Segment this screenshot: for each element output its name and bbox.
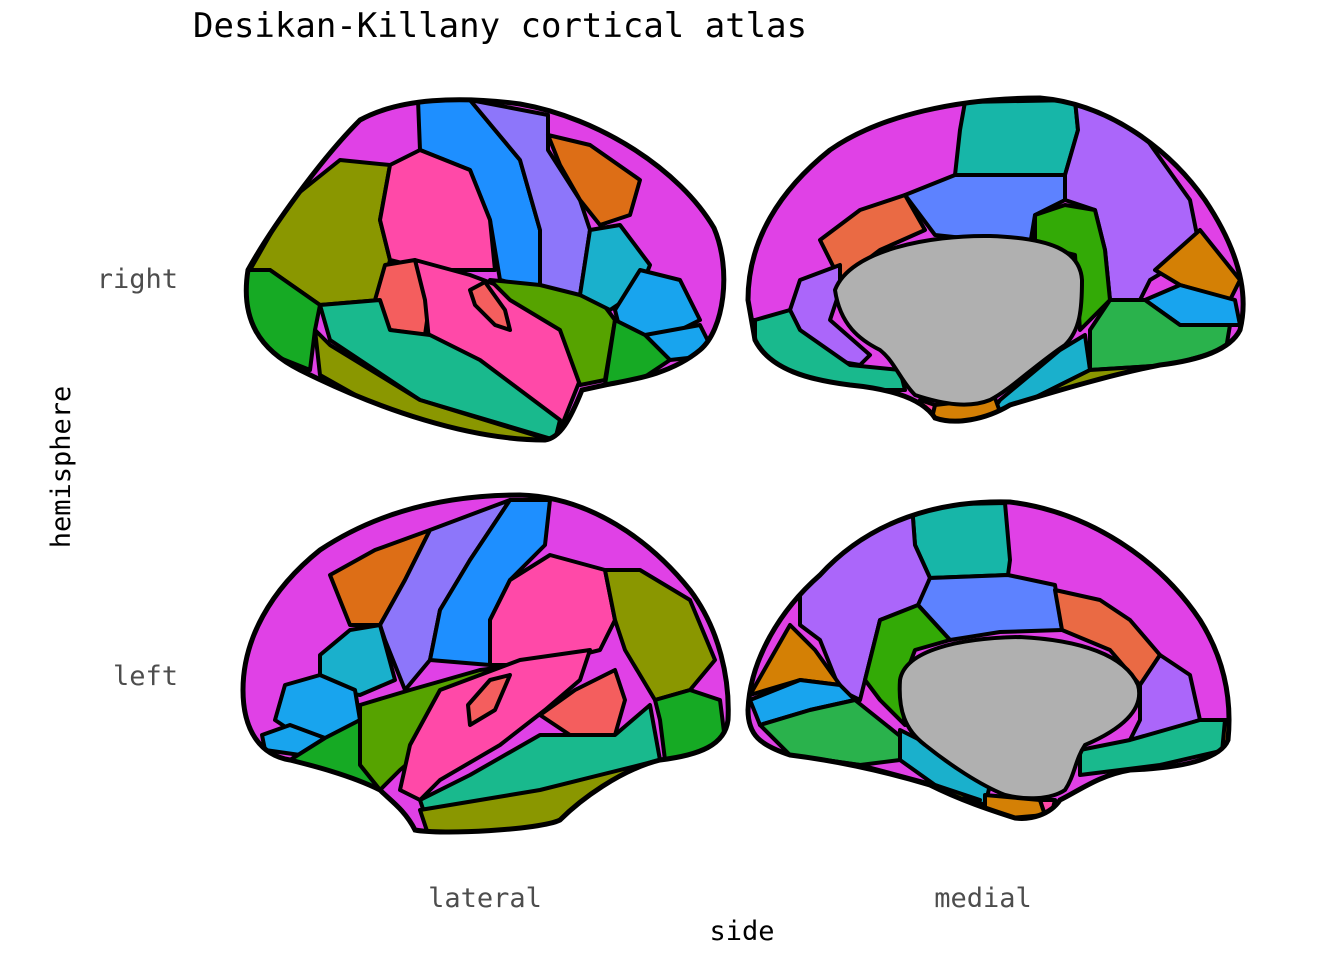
row-label-left: left [113, 661, 178, 692]
region-paracentral [953, 98, 1080, 177]
region-superior-temporal [398, 648, 592, 802]
brain-left-medial-outline [745, 499, 1232, 821]
figure-title: Desikan-Killany cortical atlas [193, 6, 807, 46]
region-transverse-temporal [468, 280, 512, 332]
brain-right-medial-outline [745, 95, 1246, 424]
brain-left-lateral-outline [240, 492, 731, 835]
region-unknown-medial-wall [897, 635, 1142, 801]
row-label-right: right [97, 264, 178, 295]
brain-left-lateral [243, 495, 729, 832]
region-orbitofrontal [653, 688, 727, 762]
y-axis-title: hemisphere [46, 386, 77, 549]
brain-left-medial [748, 501, 1230, 819]
region-middle-temporal [318, 298, 562, 441]
region-occipital-lower [603, 318, 672, 387]
region-supramarginal [546, 133, 642, 227]
column-label-lateral: lateral [428, 883, 542, 914]
brain-right-lateral [246, 99, 724, 441]
brain-right-lateral-outline [243, 97, 727, 443]
x-axis-title: side [709, 916, 774, 947]
region-transverse-temporal [466, 673, 512, 727]
region-unknown-medial-wall [833, 233, 1084, 407]
column-label-medial: medial [934, 883, 1032, 914]
region-cuneus [1153, 228, 1242, 302]
region-frontal-pink [378, 148, 497, 272]
